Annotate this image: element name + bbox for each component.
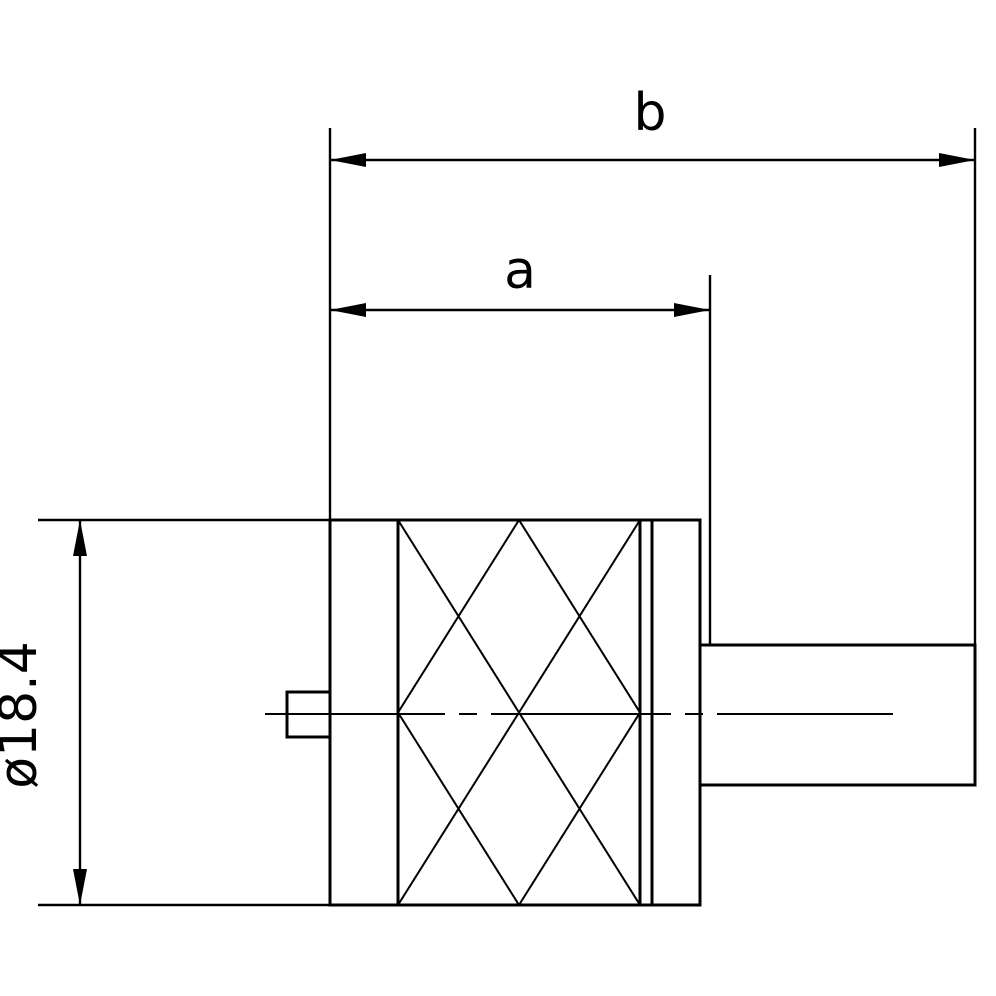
dim-b-arrow-left <box>330 153 366 167</box>
dim-b-arrow-right <box>939 153 975 167</box>
dimension-b-label: b <box>633 83 666 143</box>
connector-nut <box>328 518 702 907</box>
dim-dia-arrow-bottom <box>73 869 87 905</box>
dim-a-arrow-right <box>674 303 710 317</box>
dimension-diameter: ø18.4 <box>0 518 330 907</box>
dim-dia-arrow-top <box>73 520 87 556</box>
connector-body <box>698 643 977 787</box>
diameter-label: ø18.4 <box>0 641 49 789</box>
dimension-b: b <box>328 83 977 645</box>
knurl-area <box>398 520 640 905</box>
dim-a-arrow-left <box>330 303 366 317</box>
center-pin <box>285 690 332 739</box>
dimension-a: a <box>330 241 712 645</box>
dimension-a-label: a <box>504 241 536 301</box>
